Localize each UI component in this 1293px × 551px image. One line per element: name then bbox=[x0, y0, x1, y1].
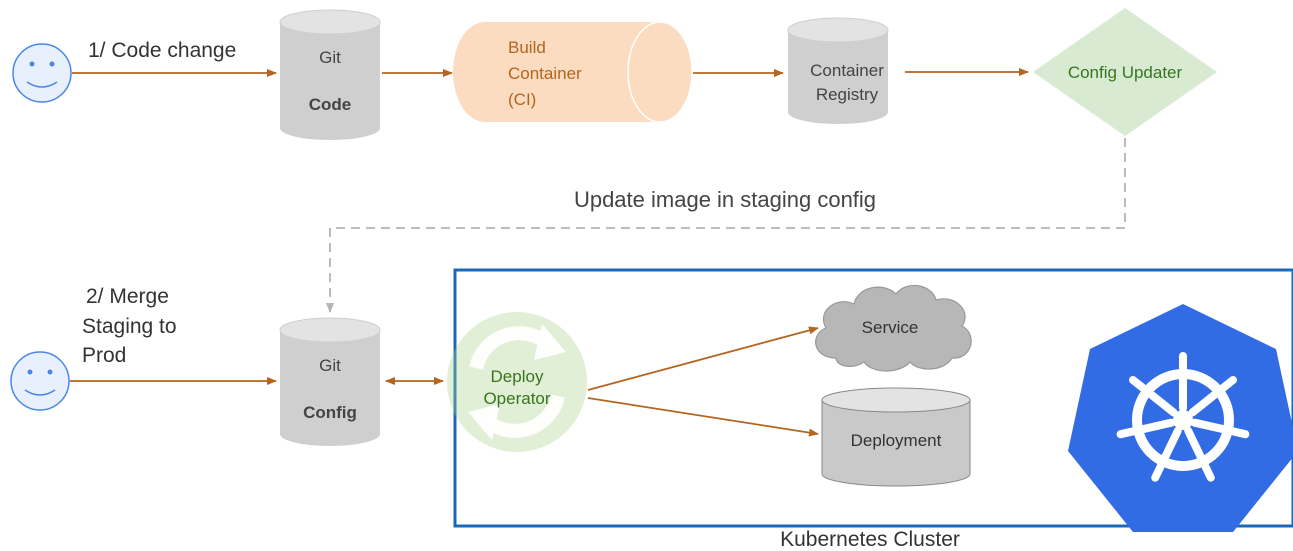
build-line2: Container bbox=[508, 64, 582, 83]
git-code-line2: Code bbox=[309, 95, 352, 114]
kubernetes-helm-wheel-icon bbox=[1068, 304, 1293, 532]
developer-2-label-line2: Staging to bbox=[82, 315, 177, 338]
build-line1: Build bbox=[508, 38, 546, 57]
developer-2-label-line1: 2/ Merge bbox=[86, 285, 169, 308]
deploy-operator: Deploy Operator bbox=[447, 312, 587, 452]
config-updater-label: Config Updater bbox=[1068, 63, 1183, 82]
git-config-repository: Git Config bbox=[279, 317, 381, 446]
dashed-arrow-updater-to-git-config bbox=[326, 138, 1126, 313]
kubernetes-cluster-frame bbox=[453, 268, 1293, 528]
build-container-ci: Build Container (CI) bbox=[453, 21, 693, 123]
service-cloud: Service bbox=[815, 284, 972, 372]
developer-2-label-line3: Prod bbox=[82, 344, 126, 367]
update-image-label: Update image in staging config bbox=[574, 187, 876, 212]
registry-line1: Container bbox=[810, 61, 884, 80]
developer-1-smiley-face-icon bbox=[12, 43, 72, 103]
deployment-label: Deployment bbox=[851, 431, 942, 450]
deployment-store: Deployment bbox=[821, 387, 971, 487]
config-updater: Config Updater bbox=[1033, 8, 1217, 136]
developer-1-label: 1/ Code change bbox=[88, 39, 236, 62]
cluster-label: Kubernetes Cluster bbox=[780, 528, 960, 551]
registry-line2: Registry bbox=[816, 85, 879, 104]
refresh-cycle-icon bbox=[468, 324, 566, 440]
developer-2-smiley-face-icon bbox=[10, 351, 70, 411]
git-code-line1: Git bbox=[319, 48, 341, 67]
deploy-operator-line2: Operator bbox=[483, 389, 550, 408]
arrow-operator-to-service bbox=[587, 326, 819, 391]
git-config-line2: Config bbox=[303, 403, 357, 422]
deploy-operator-line1: Deploy bbox=[491, 367, 544, 386]
git-code-repository: Git Code bbox=[279, 9, 381, 140]
service-label: Service bbox=[862, 318, 919, 337]
git-config-line1: Git bbox=[319, 356, 341, 375]
arrow-operator-to-deployment bbox=[587, 397, 819, 437]
build-line3: (CI) bbox=[508, 90, 536, 109]
container-registry: Container Registry bbox=[787, 17, 889, 124]
